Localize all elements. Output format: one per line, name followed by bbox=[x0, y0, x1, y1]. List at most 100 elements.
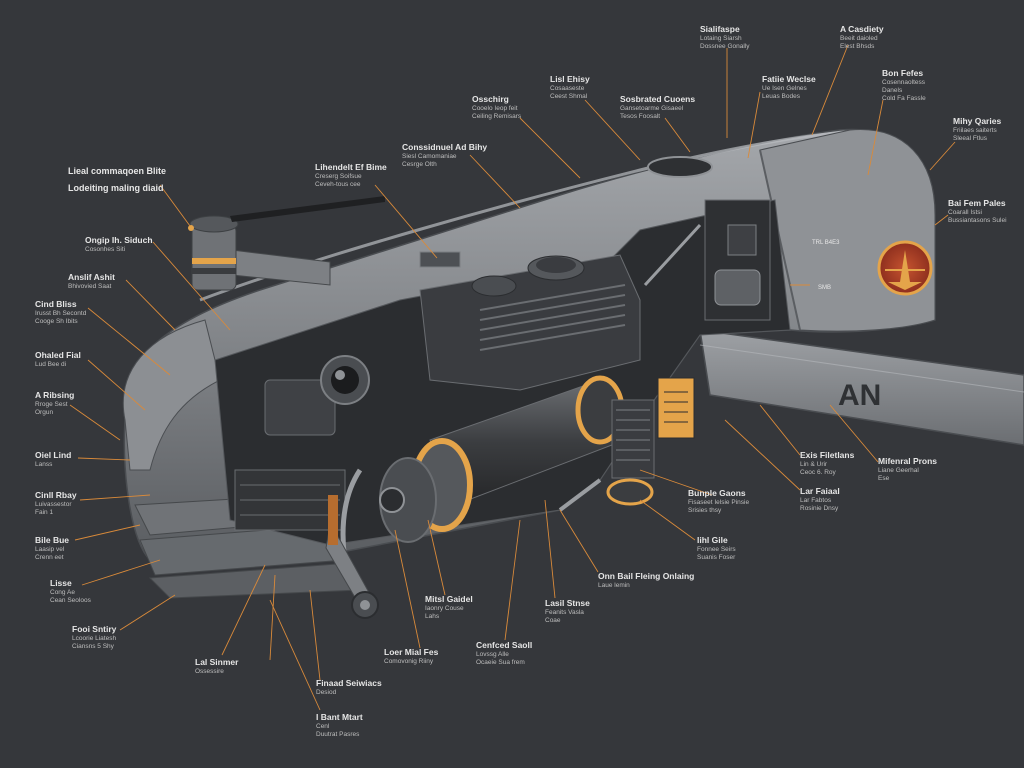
callout-title: Ongip Ih. Siduch bbox=[85, 235, 153, 245]
callout-sub: Comovonig Riiny bbox=[384, 657, 434, 665]
callout-sub: Ue Isen Gelnes bbox=[762, 84, 807, 92]
callout-sub: Cosaaseste bbox=[550, 84, 585, 92]
body-small-marking: TRL B4E3 bbox=[812, 240, 840, 246]
callout-sub2: Lahs bbox=[425, 612, 440, 620]
callout-sub: Ossessire bbox=[195, 667, 224, 675]
body-small-marking-2: SMB bbox=[818, 285, 831, 291]
callout-sub2: Ocaeie Sua frem bbox=[476, 658, 525, 666]
callout-sub: Creserg Soifsue bbox=[315, 172, 362, 180]
callout-title: Onn Bail Fleing Onlaing bbox=[598, 571, 695, 581]
callout-sub: Siesl Camomaniae bbox=[402, 152, 457, 160]
callout-header-left: Lieal commaqoen Blite Lodeiting maling d… bbox=[68, 166, 166, 195]
callout-title: Bile Bue bbox=[35, 535, 70, 545]
callout-sub: Beeit daioled bbox=[840, 34, 878, 42]
callout-sub2: Coae bbox=[545, 616, 561, 624]
callout-sub: Fonnee Seirs bbox=[697, 545, 736, 553]
callout-sub: Laasip vel bbox=[35, 545, 65, 553]
cutaway-interior bbox=[214, 199, 791, 581]
callout-title: Oiel Lind bbox=[35, 450, 72, 460]
callout-sub2: Ceest Shmal bbox=[550, 92, 588, 100]
callout-sub2: Crenn eet bbox=[35, 553, 64, 561]
callout-sub2: Sleeal Ftlus bbox=[953, 134, 987, 142]
callout-title: A Casdiety bbox=[840, 24, 884, 34]
callout-title: Lisl Ehisy bbox=[550, 74, 590, 84]
warning-placard bbox=[657, 377, 695, 439]
callout-sub: Friilaes saiterts bbox=[953, 126, 997, 134]
callout-sub2: Suanis Foser bbox=[697, 553, 736, 561]
callout-sub: Lovssg Alle bbox=[476, 650, 509, 658]
callout-sub2: Bussiantasons Sulei bbox=[948, 216, 1007, 224]
leader-lines bbox=[69, 44, 956, 711]
callout-title: Cinll Rbay bbox=[35, 490, 77, 500]
callout-title: A Ribsing bbox=[35, 390, 75, 400]
callout-title: Fatiie Weclse bbox=[762, 74, 816, 84]
callout-sub: Lanss bbox=[35, 460, 53, 468]
tail-marking: AN bbox=[838, 379, 881, 412]
callout-sub: Lcoorie Liatesh bbox=[72, 634, 117, 642]
callout-sub2: Ceoc 6. Roy bbox=[800, 468, 836, 476]
callout-sub2: Ese bbox=[878, 474, 890, 482]
callout-sub2: Leuas Bodes bbox=[762, 92, 800, 100]
callout-sub2: Tesos Foosalt bbox=[620, 112, 661, 120]
callout-title: Lieal commaqoen Blite bbox=[68, 166, 167, 176]
callout-sub2: Ceiling Remisars bbox=[472, 112, 522, 120]
callout-title: Ohaled Fial bbox=[35, 350, 81, 360]
callout-title: Bunple Gaons bbox=[688, 488, 746, 498]
top-hatch bbox=[647, 156, 713, 178]
callout-title: Sosbrated Cuoens bbox=[620, 94, 696, 104]
callout-sub: Desiod bbox=[316, 688, 337, 696]
callout-sub: Gansetoarme Gisaeel bbox=[620, 104, 684, 112]
callout-sub: Liane Geerhal bbox=[878, 466, 919, 474]
callout-sub: Cenl bbox=[316, 722, 330, 730]
callout-sub: Laue lemin bbox=[598, 581, 630, 589]
callout-subtitle: Lodeiting maling diaid bbox=[68, 183, 164, 194]
callout-title: Lar Faiaal bbox=[800, 486, 840, 496]
callout-sub2: Danels bbox=[882, 86, 903, 94]
callout-sub: Cooelo Ieop feit bbox=[472, 104, 518, 112]
callout-sub: Irusst Bh Secontd bbox=[35, 309, 87, 317]
callout-title: Loer Mial Fes bbox=[384, 647, 439, 657]
callout-title: Mihy Qaries bbox=[953, 116, 1002, 126]
callout-sub2: Fain 1 bbox=[35, 508, 54, 516]
callout-sub: Cong Ae bbox=[50, 588, 75, 596]
rotor-blade bbox=[230, 196, 385, 222]
callout-sub: Cosennaoltess bbox=[882, 78, 925, 86]
callout-sub: Cosonhes Siti bbox=[85, 245, 126, 253]
callout-sub2: Srisies thsy bbox=[688, 506, 722, 514]
callout-sub2: Cean Seoloos bbox=[50, 596, 91, 604]
callout-sub: Lotaing Siarsh bbox=[700, 34, 742, 42]
callout-title: Iihl Gile bbox=[697, 535, 728, 545]
callout-sub2: Rosinie Dnsy bbox=[800, 504, 839, 512]
callout-title: Cind Bliss bbox=[35, 299, 77, 309]
callout-title: Lal Sinmer bbox=[195, 657, 239, 667]
callout-sub: Bhivovied Saat bbox=[68, 282, 112, 290]
